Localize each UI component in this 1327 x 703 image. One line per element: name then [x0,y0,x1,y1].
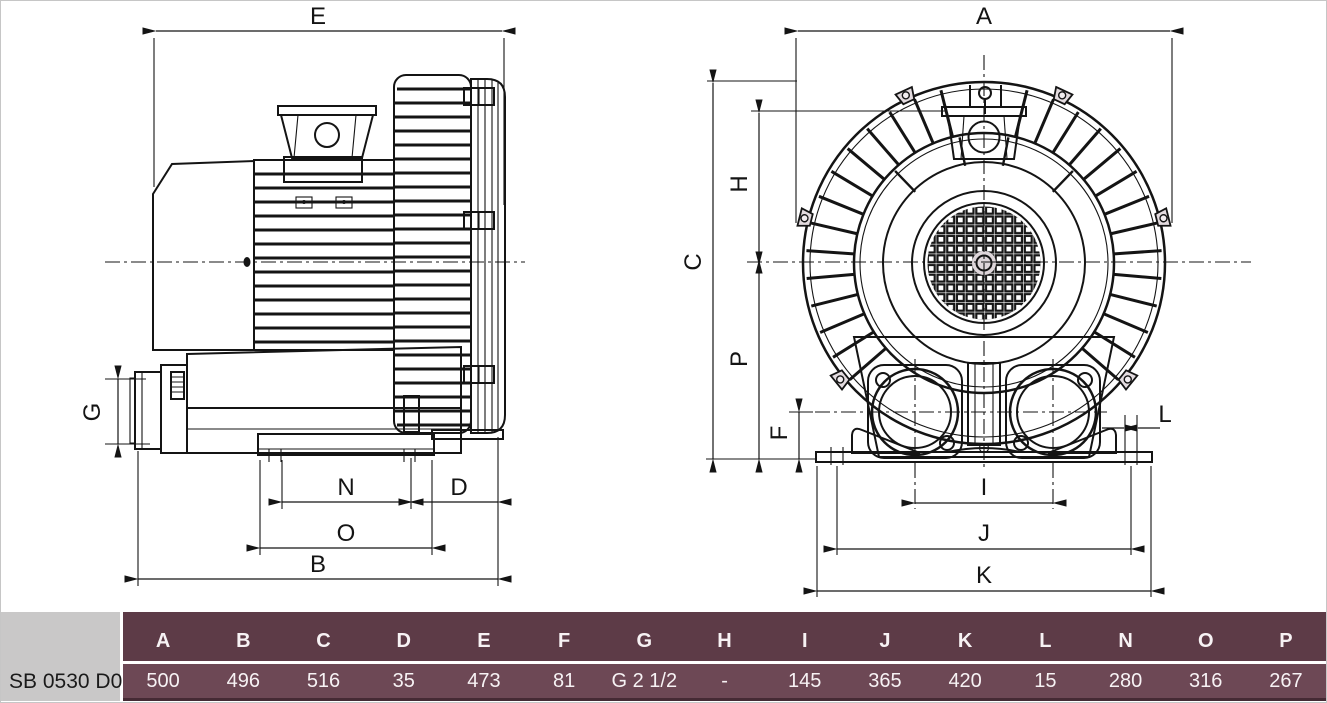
col-header: N [1118,630,1133,652]
dim-value: 145 [788,669,822,692]
terminal-box-side [277,105,377,183]
silencer-assembly [129,345,462,454]
technical-drawing: E G N D O B [79,3,1251,597]
col-header: I [801,630,808,652]
dim-label-D: D [450,474,467,501]
dim-label-G: G [79,403,106,422]
dim-value: 500 [146,669,180,692]
col-header: J [879,630,891,652]
dim-label-F: F [766,426,793,441]
inlet-port-side [134,371,162,450]
dim-label-J: J [978,520,990,547]
dim-value: 15 [1034,669,1057,692]
dim-label-B: B [310,551,326,578]
dim-value: 280 [1108,669,1143,692]
col-header: A [155,630,171,652]
dim-value: 81 [552,669,576,692]
dim-label-I: I [981,474,988,501]
housing-clamps [463,87,495,384]
col-header: H [717,630,732,652]
col-header: E [477,630,491,652]
housing-fins [394,87,470,427]
dimension-table: SB 0530 D0 A B C D E F G H I J K L N O P… [1,612,1326,701]
model-label: SB 0530 D0 [1,612,123,701]
col-header: B [236,630,251,652]
table-columns: A B C D E F G H I J K L N O P 500 496 51… [123,612,1326,701]
dim-label-L: L [1158,401,1171,428]
dim-label-N: N [337,474,354,501]
dim-value: G 2 1/2 [611,669,678,692]
dim-value: 473 [467,669,501,692]
dim-label-K: K [976,562,992,589]
col-header: D [396,630,411,652]
dim-label-O: O [337,520,356,547]
dim-label-A: A [976,3,992,30]
dim-label-E: E [310,3,326,30]
dim-value: - [721,669,728,692]
dim-value: 516 [306,669,341,692]
base-plate-side [257,395,504,462]
dim-value: 267 [1269,669,1303,692]
side-view: E G N D O B [79,3,525,586]
front-centerlines [747,55,1251,509]
dim-value: 316 [1189,669,1223,692]
front-dimensions: A C H P F L I J K [680,3,1184,597]
dim-label-C: C [680,253,707,270]
col-header: K [957,630,973,652]
table-value-row: 500 496 516 35 473 81 G 2 1/2 - 145 365 … [123,664,1326,701]
front-view: A C H P F L I J K [680,3,1251,597]
col-header: F [558,630,571,652]
side-dimensions: E G N D O B [79,3,516,586]
dim-value: 35 [392,669,415,692]
motor-end-cap [152,159,255,351]
col-header: G [636,630,653,652]
col-header: C [316,630,331,652]
col-header: P [1279,630,1293,652]
col-header: O [1197,630,1214,652]
dim-label-H: H [726,175,753,192]
col-header: L [1039,630,1052,652]
shaft-mark [243,257,251,267]
dim-value: 365 [868,669,902,692]
dim-value: 496 [226,669,260,692]
table-header-row: A B C D E F G H I J K L N O P [123,612,1326,664]
dim-value: 420 [948,669,982,692]
dim-label-P: P [726,351,753,367]
